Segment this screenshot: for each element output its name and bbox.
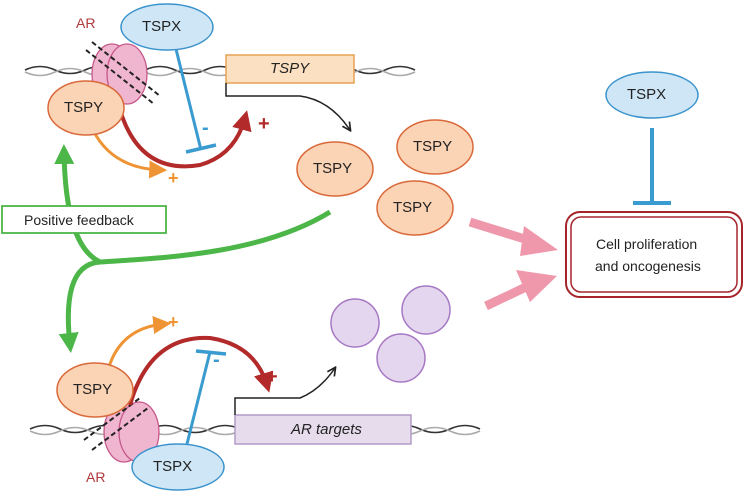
minus-sign-top: - bbox=[202, 117, 209, 139]
ar-receptor-bottom bbox=[83, 397, 160, 463]
tspy-protein-middle-1 bbox=[296, 141, 374, 197]
positive-feedback-arrow bbox=[54, 144, 332, 353]
tspy-activation-arrow-bottom bbox=[106, 316, 172, 371]
ar-label-bottom: AR bbox=[86, 469, 106, 485]
tspx-label-bottom: TSPX bbox=[153, 458, 193, 475]
ar-activation-arrow-top bbox=[118, 109, 252, 169]
tspx-protein-right bbox=[605, 71, 699, 119]
plus-sign-red-bottom: + bbox=[266, 366, 278, 388]
pink-arrow-ar-targets bbox=[484, 270, 557, 311]
tspy-label-middle-3: TSPY bbox=[393, 199, 433, 216]
tspy-protein-middle-2 bbox=[396, 119, 474, 175]
transcription-arrow-bottom bbox=[234, 368, 335, 415]
tspy-gene-box bbox=[225, 54, 355, 84]
ar-target-circle-2 bbox=[401, 285, 451, 335]
ar-targets-label: AR targets bbox=[291, 421, 362, 438]
tspy-gene-label: TSPY bbox=[270, 60, 310, 77]
tspx-inhibition-top bbox=[173, 44, 217, 154]
positive-feedback-box bbox=[1, 205, 167, 234]
tspx-inhibition-bottom bbox=[184, 349, 227, 449]
transcription-arrow-top bbox=[225, 83, 350, 130]
tspy-label-middle-1: TSPY bbox=[313, 160, 353, 177]
ar-activation-arrow-bottom bbox=[128, 335, 274, 406]
plus-sign-orange-bottom: + bbox=[168, 312, 179, 332]
tspy-protein-middle-3 bbox=[376, 180, 454, 236]
ar-targets-box bbox=[234, 414, 412, 445]
tspy-protein-bottom bbox=[56, 362, 134, 418]
tspy-protein-top bbox=[47, 80, 125, 136]
cell-outcome-box-inner bbox=[570, 216, 738, 293]
tspx-inhibition-right bbox=[633, 128, 671, 205]
tspx-protein-top bbox=[120, 3, 214, 51]
tspy-label-middle-2: TSPY bbox=[413, 138, 453, 155]
ar-target-circle-1 bbox=[330, 298, 380, 348]
positive-feedback-label: Positive feedback bbox=[24, 212, 134, 228]
ar-target-circle-3 bbox=[376, 333, 426, 383]
cell-outcome-box-outer bbox=[565, 211, 743, 298]
ar-label-top: AR bbox=[76, 15, 96, 31]
tspy-activation-arrow-top bbox=[91, 129, 168, 179]
pink-arrow-tspy bbox=[468, 217, 558, 256]
tspx-label-right: TSPX bbox=[627, 86, 667, 103]
minus-sign-bottom: - bbox=[213, 349, 220, 371]
tspy-label-bottom: TSPY bbox=[73, 381, 113, 398]
plus-sign-red-top: + bbox=[258, 113, 270, 135]
plus-sign-orange-top: + bbox=[168, 168, 179, 188]
tspy-label-top: TSPY bbox=[64, 99, 104, 116]
tspx-protein-bottom bbox=[131, 443, 225, 491]
cell-outcome-label-line1: Cell proliferation bbox=[596, 236, 698, 252]
tspx-label-top: TSPX bbox=[142, 18, 182, 35]
cell-outcome-label-line2: and oncogenesis bbox=[595, 258, 701, 274]
dna-top bbox=[24, 65, 416, 77]
